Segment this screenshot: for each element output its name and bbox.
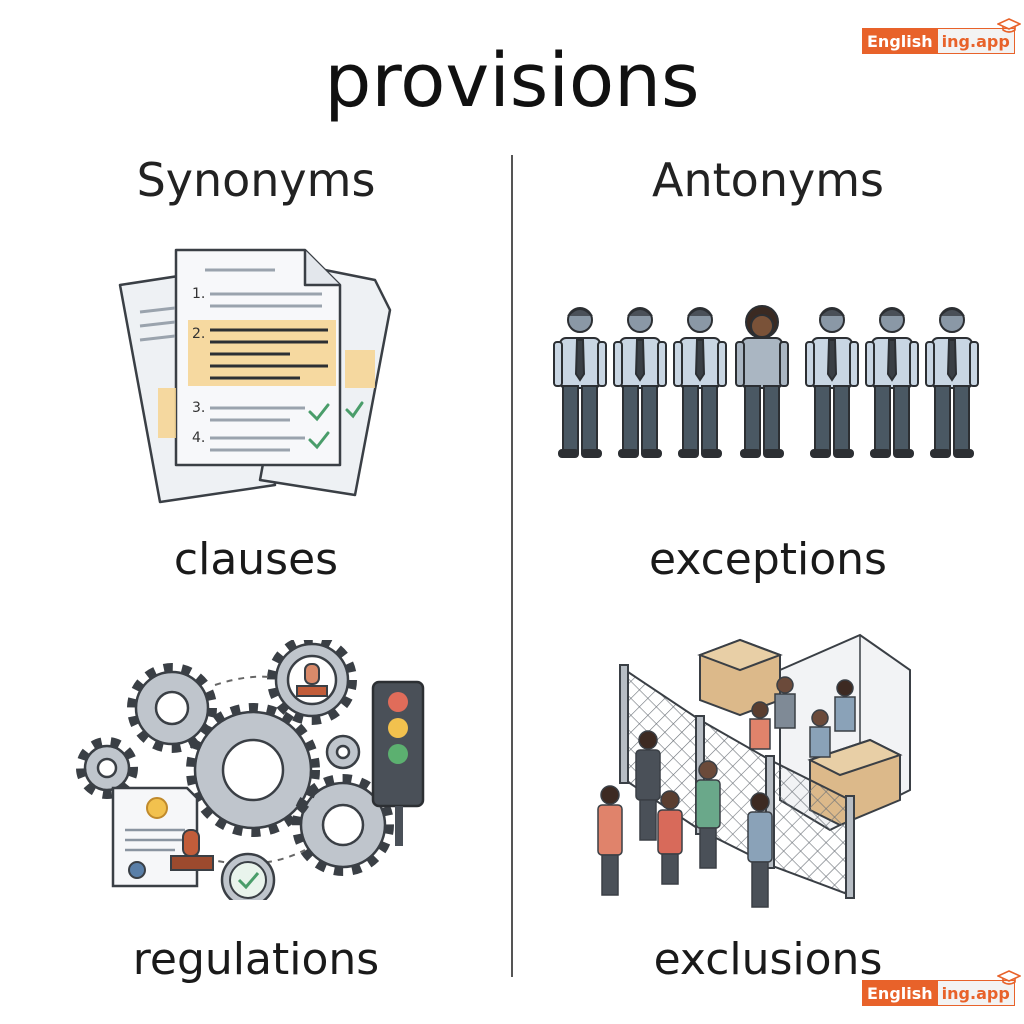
- person-figure: [925, 307, 979, 458]
- people-behind-fence-icon: [597, 633, 911, 908]
- brand-logo-top: English ing.app: [862, 18, 1021, 54]
- brand-logo-part1: English: [862, 28, 938, 54]
- person-figure: [553, 307, 607, 458]
- synonym-word-clauses: clauses: [173, 534, 339, 585]
- doc-number-2: 2.: [192, 326, 205, 342]
- row-of-people-one-different-icon: [553, 305, 979, 458]
- brand-logo-part2: ing.app: [937, 28, 1015, 54]
- person-figure: [865, 307, 919, 458]
- column-divider: [511, 155, 513, 977]
- synonym-word-regulations: regulations: [132, 934, 380, 985]
- person-figure: [673, 307, 727, 458]
- doc-number-1: 1.: [192, 286, 205, 302]
- graduation-cap-icon: [996, 18, 1021, 33]
- antonyms-heading: Antonyms: [652, 153, 884, 207]
- different-person-figure: [735, 305, 789, 458]
- page-title: provisions: [324, 38, 700, 124]
- brand-logo-part2-bottom: ing.app: [937, 980, 1015, 1006]
- documents-with-clauses-icon: 1. 2. 3. 4.: [118, 248, 392, 504]
- doc-number-4: 4.: [192, 430, 205, 446]
- person-figure: [805, 307, 859, 458]
- synonyms-heading: Synonyms: [136, 153, 376, 207]
- graduation-cap-icon: [996, 970, 1021, 985]
- gears-stamp-traffic-light-icon: [76, 640, 425, 900]
- antonym-word-exceptions: exceptions: [649, 534, 887, 585]
- person-figure: [613, 307, 667, 458]
- antonym-word-exclusions: exclusions: [653, 934, 883, 985]
- brand-logo-bottom: English ing.app: [862, 970, 1021, 1006]
- brand-logo-part1-bottom: English: [862, 980, 938, 1006]
- doc-number-3: 3.: [192, 400, 205, 416]
